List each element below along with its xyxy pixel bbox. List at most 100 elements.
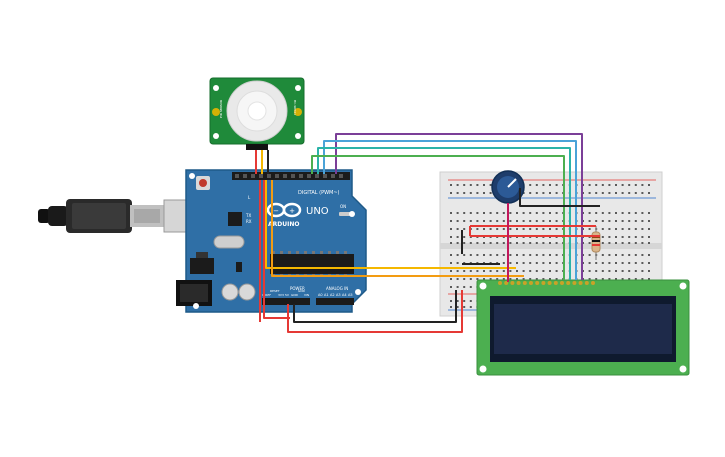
breadboard-hole [456,228,459,230]
breadboard-hole [542,192,545,194]
breadboard-hole [621,242,624,244]
breadboard-hole [648,220,650,222]
breadboard-hole [463,278,466,280]
breadboard-hole [469,306,472,308]
breadboard-hole [608,220,611,222]
breadboard-hole [489,192,492,194]
breadboard-hole [489,254,492,256]
wire-yellow-1 [265,180,516,269]
lcd-pin [553,281,558,285]
breadboard-hole [456,192,459,194]
breadboard-hole [628,236,631,238]
breadboard-hole [634,228,637,230]
breadboard-hole [476,192,479,194]
breadboard-hole [463,192,466,194]
pin-a0-label: A0 [318,293,323,297]
breadboard-hole [641,254,644,256]
pin-3v3-label: 3V3 [278,293,284,297]
breadboard-hole [509,262,512,264]
breadboard-hole [469,254,472,256]
breadboard-hole [450,300,452,302]
breadboard-hole [549,184,551,186]
breadboard-hole [535,262,538,264]
breadboard-hole [634,242,637,244]
breadboard-hole [601,220,604,222]
breadboard-hole [621,228,624,230]
breadboard-hole [502,270,505,272]
breadboard-hole [502,228,505,230]
analog-label: ANALOG IN [326,286,348,291]
breadboard-hole [608,192,611,194]
breadboard-hole [615,212,617,214]
wires [255,133,600,333]
wire-black-gnd [293,304,457,323]
breadboard-hole [588,270,591,272]
breadboard-hole [529,220,532,222]
lcd-pin [591,281,595,285]
breadboard-hole [628,220,631,222]
breadboard-hole [535,270,538,272]
breadboard-hole [476,184,479,186]
breadboard-hole [549,262,551,264]
breadboard-hole [634,278,637,280]
breadboard-hole [469,184,472,186]
breadboard-hole [628,254,631,256]
breadboard-hole [549,228,551,230]
pin-gnd1-label: GND [291,293,299,297]
pin-a4-label: A4 [342,293,347,297]
breadboard-hole [516,278,518,280]
breadboard-hole [555,242,558,244]
breadboard-hole [450,184,452,186]
wire-red-arduino [263,180,290,319]
breadboard-hole [496,270,499,272]
breadboard-hole [549,242,551,244]
arduino-logo-icon: − + [266,202,302,218]
breadboard-hole [522,212,525,214]
breadboard-hole [456,300,459,302]
breadboard-hole [489,220,492,222]
breadboard-hole [469,212,472,214]
breadboard-hole [450,212,452,214]
breadboard-hole [509,270,512,272]
breadboard-hole [648,228,650,230]
lcd-pin [498,281,502,285]
breadboard-hole [615,220,617,222]
breadboard-hole [648,254,650,256]
lcd-pin [560,281,564,285]
breadboard-hole [648,192,650,194]
breadboard-hole [469,270,472,272]
power-label: POWER [290,286,305,291]
lcd-pin [516,281,521,285]
breadboard-hole [469,192,472,194]
breadboard-hole [634,192,637,194]
breadboard-hole [628,270,631,272]
breadboard-hole [516,270,518,272]
breadboard-hole [509,254,512,256]
breadboard-hole [516,254,518,256]
breadboard-hole [522,270,525,272]
lcd-16x2-display [476,279,690,376]
breadboard-hole [450,270,452,272]
breadboard-hole [621,212,624,214]
breadboard-hole [450,262,452,264]
breadboard-hole [615,262,617,264]
breadboard-hole [463,242,466,244]
pin-ioref-label: IOREF [262,293,271,297]
breadboard-hole [496,254,499,256]
breadboard-hole [529,192,532,194]
breadboard-hole [529,262,532,264]
pin-reset-label: RESET [270,289,280,293]
breadboard-hole [621,184,624,186]
breadboard-hole [588,242,591,244]
pin-a3-label: A3 [336,293,341,297]
breadboard-hole [469,242,472,244]
breadboard-hole [628,184,631,186]
breadboard-hole [483,278,485,280]
breadboard-hole [456,286,459,288]
breadboard-hole [588,262,591,264]
pin-a1-label: A1 [324,293,329,297]
led-tx-label: TX [245,213,251,218]
led-on-label: ON [340,204,346,209]
breadboard-hole [601,236,604,238]
potentiometer-icon[interactable] [491,170,525,204]
